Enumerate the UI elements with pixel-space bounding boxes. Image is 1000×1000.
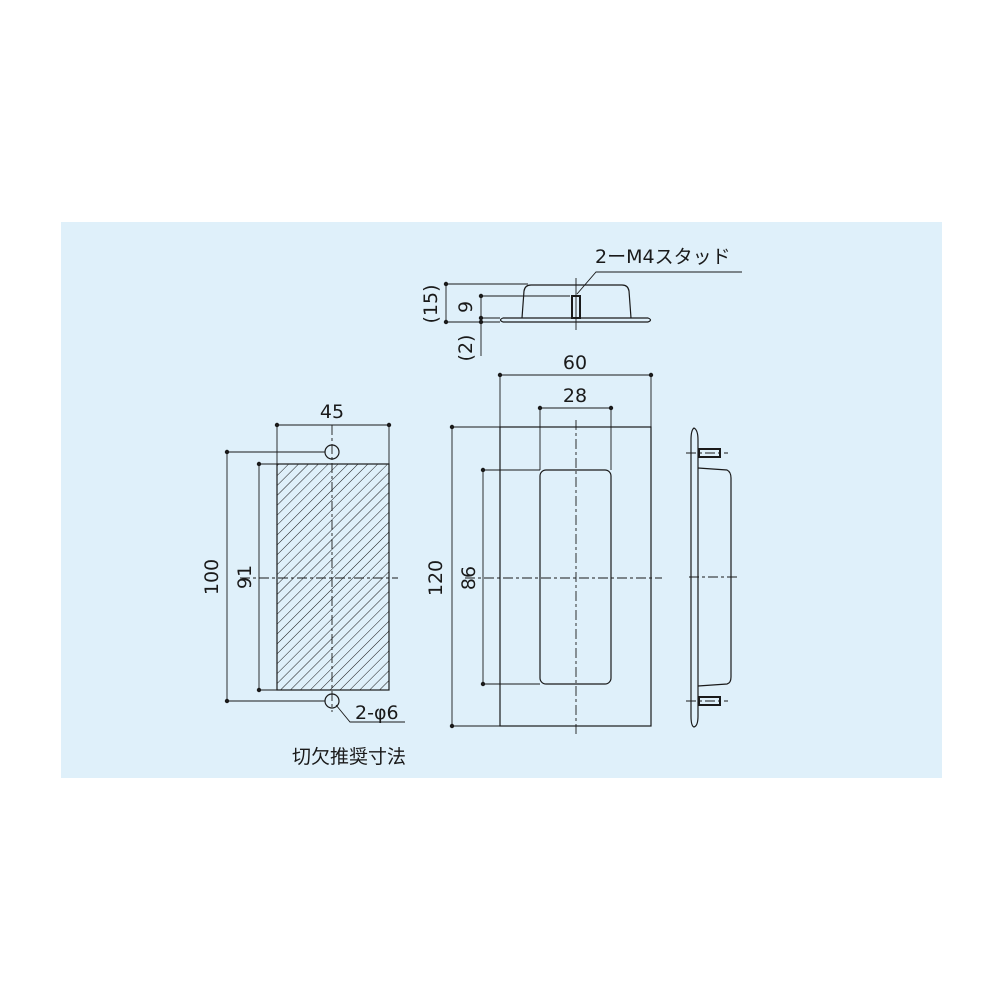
base-plate xyxy=(499,317,652,323)
hatched-cutout xyxy=(276,463,390,691)
recess xyxy=(539,469,612,685)
cutout-caption: 切欠推奨寸法 xyxy=(292,746,406,768)
drawing-panel xyxy=(61,222,942,778)
dim-cutout-height: 91 xyxy=(234,565,256,589)
dim-total-height: (15) xyxy=(420,284,442,323)
dim-body-height: 9 xyxy=(455,301,477,313)
stud-leader xyxy=(576,271,742,295)
dim-flange: (2) xyxy=(455,335,477,362)
hole-label: 2-φ6 xyxy=(355,702,399,724)
dim-cutout-width: 45 xyxy=(320,401,344,423)
dome xyxy=(521,284,632,319)
dim-recess-height: 86 xyxy=(458,566,480,590)
dim-height: 120 xyxy=(425,560,447,596)
side-view xyxy=(686,427,737,728)
front-view: 60 28 120 86 xyxy=(425,352,662,735)
dim-hole-pitch: 100 xyxy=(201,559,223,595)
face-plate xyxy=(499,426,652,727)
dim-width: 60 xyxy=(563,352,587,374)
top-view: 2ーM4スタッド (15) 9 (2) xyxy=(420,246,742,361)
stud-label: 2ーM4スタッド xyxy=(595,246,731,268)
dim-recess-width: 28 xyxy=(563,385,587,407)
cutout-view: 45 100 91 2-φ6 切欠推奨寸法 xyxy=(201,401,406,768)
